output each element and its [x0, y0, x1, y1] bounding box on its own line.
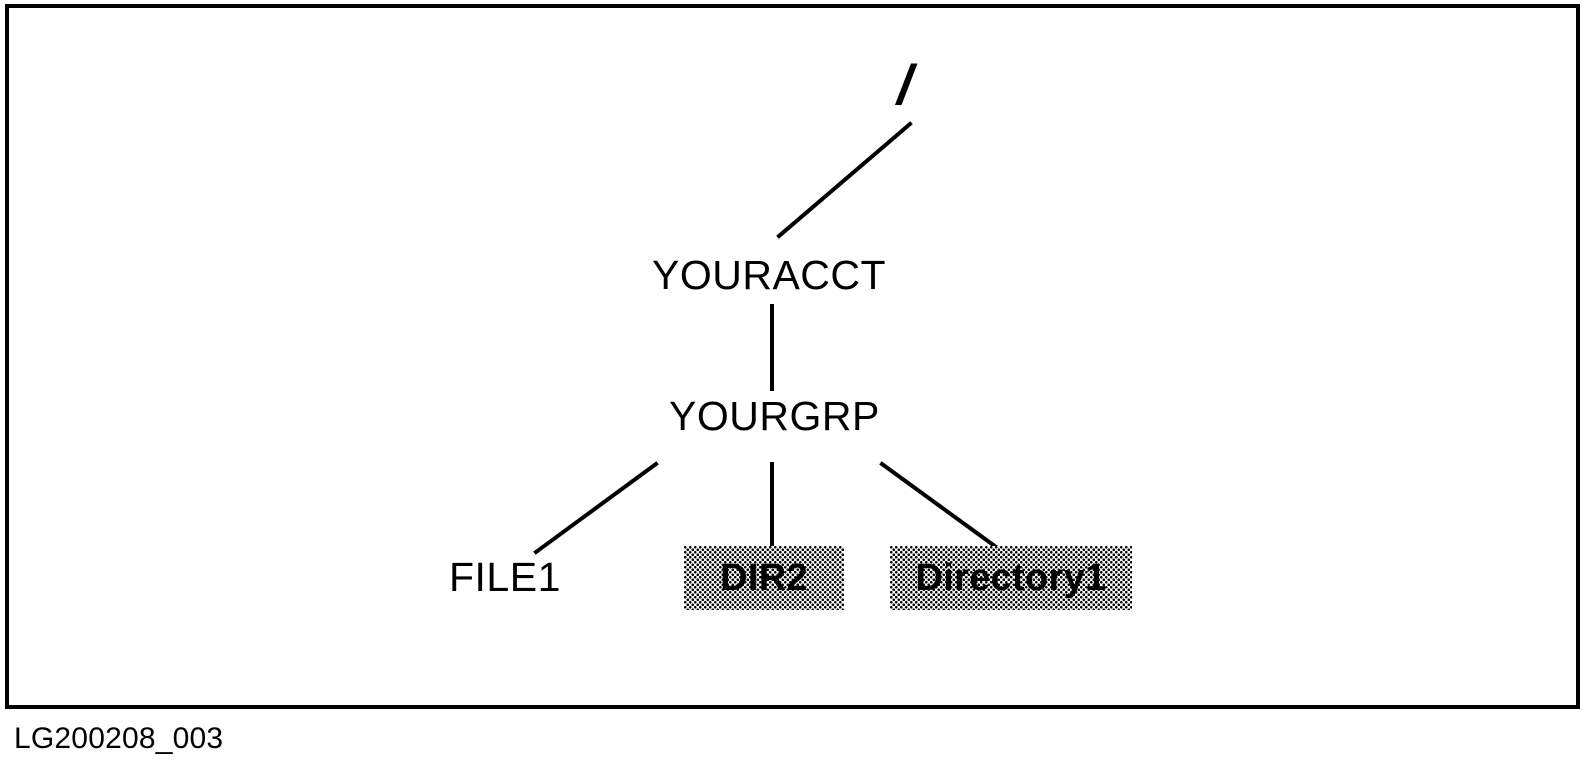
- tree-node-youracct[interactable]: YOURACCT: [652, 252, 887, 298]
- tree-node-dir2-label: DIR2: [720, 557, 808, 599]
- tree-node-directory1[interactable]: Directory1: [890, 546, 1132, 610]
- figure-caption: LG200208_003: [14, 722, 224, 755]
- tree-node-directory1-label: Directory1: [915, 557, 1107, 599]
- tree-node-yourgrp[interactable]: YOURGRP: [669, 393, 880, 439]
- tree-node-dir2[interactable]: DIR2: [684, 546, 844, 610]
- tree-node-file1[interactable]: FILE1: [449, 554, 561, 600]
- tree-node-root[interactable]: /: [897, 53, 913, 116]
